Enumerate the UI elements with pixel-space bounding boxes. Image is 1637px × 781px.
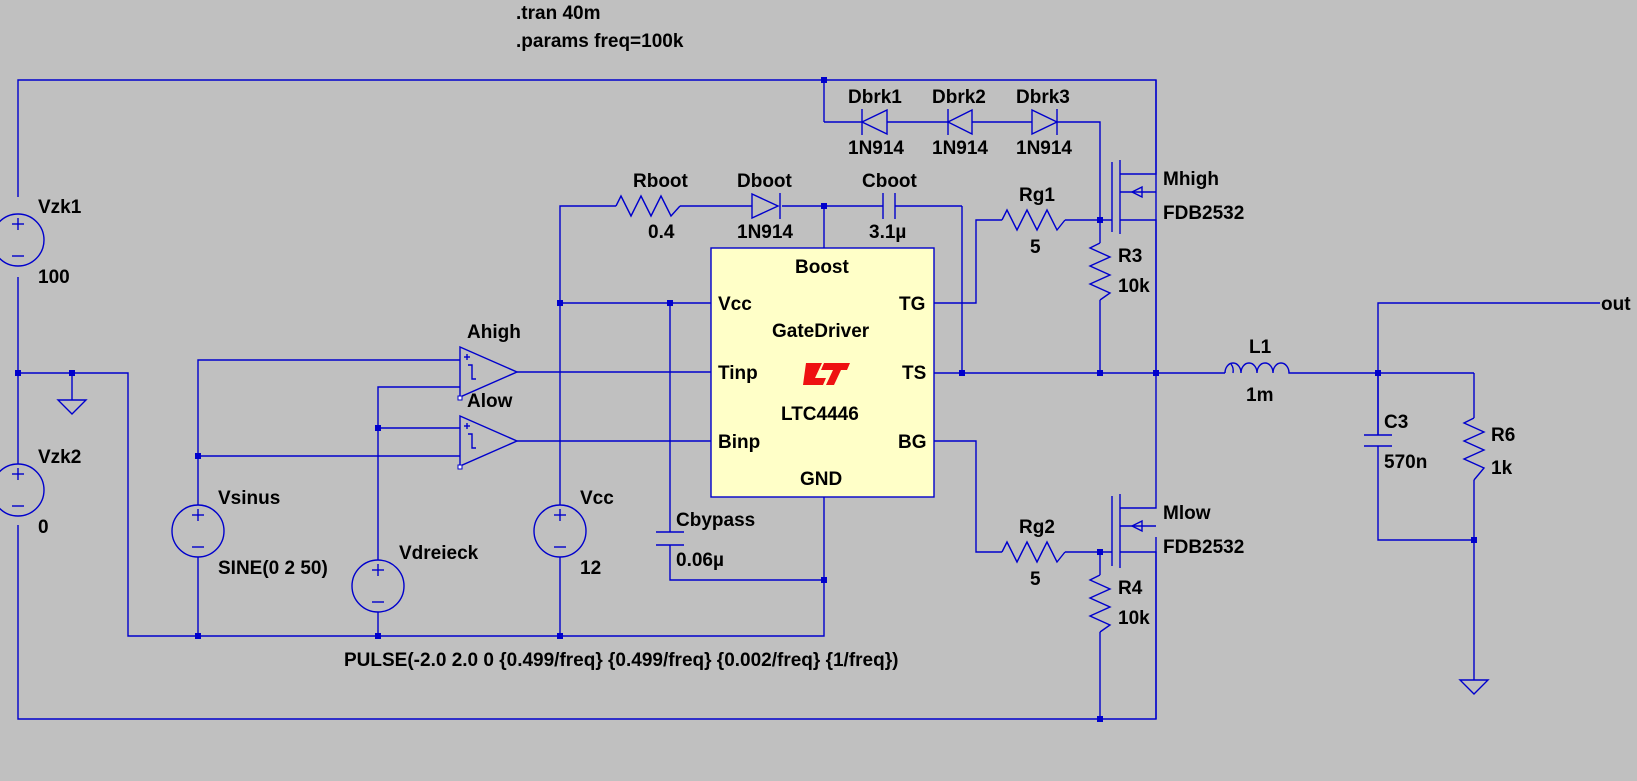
r6-value: 1k <box>1491 458 1513 479</box>
vsinus-value: SINE(0 2 50) <box>218 558 328 579</box>
dbrk2-diode-symbol[interactable] <box>946 108 973 136</box>
rg1-name: Rg1 <box>1019 185 1055 206</box>
rboot-value: 0.4 <box>648 222 675 243</box>
ic-pin-boost: Boost <box>795 257 850 278</box>
vsinus-source-symbol[interactable] <box>171 504 225 558</box>
dbrk1-value: 1N914 <box>848 138 904 159</box>
cbypass-capacitor-symbol[interactable] <box>656 531 684 546</box>
ic-pin-vcc: Vcc <box>718 294 752 315</box>
cbypass-value: 0.06µ <box>676 550 724 571</box>
ic-pin-tinp: Tinp <box>718 363 758 384</box>
c3-capacitor-symbol[interactable] <box>1364 434 1392 447</box>
rg1-resistor-symbol[interactable] <box>1001 208 1066 232</box>
mhigh-value: FDB2532 <box>1163 203 1244 224</box>
vcc-name: Vcc <box>580 488 614 509</box>
mlow-value: FDB2532 <box>1163 537 1244 558</box>
rboot-name: Rboot <box>633 171 689 192</box>
vzk2-value: 0 <box>38 517 49 538</box>
r3-resistor-symbol[interactable] <box>1088 242 1112 301</box>
vzk2-source-symbol[interactable] <box>0 463 45 517</box>
ground-symbol-right <box>1458 679 1490 695</box>
vdreieck-name: Vdreieck <box>399 543 479 564</box>
ahigh-comparator-symbol[interactable] <box>457 345 519 401</box>
cboot-name: Cboot <box>862 171 918 192</box>
dbrk3-value: 1N914 <box>1016 138 1072 159</box>
ic-pin-gnd: GND <box>800 469 842 490</box>
rboot-resistor-symbol[interactable] <box>615 194 681 218</box>
dbrk3-name: Dbrk3 <box>1016 87 1070 108</box>
dboot-value: 1N914 <box>737 222 793 243</box>
mlow-name: Mlow <box>1163 503 1211 524</box>
cbypass-name: Cbypass <box>676 510 755 531</box>
gate-driver-ic[interactable] <box>710 247 935 498</box>
directive-tran[interactable]: .tran 40m <box>516 3 600 24</box>
lt-logo <box>803 363 850 385</box>
ahigh-name: Ahigh <box>467 322 521 343</box>
mhigh-mosfet-symbol[interactable] <box>1111 80 1157 373</box>
dbrk1-name: Dbrk1 <box>848 87 902 108</box>
dboot-name: Dboot <box>737 171 793 192</box>
dbrk3-diode-symbol[interactable] <box>1031 108 1059 136</box>
cboot-capacitor-symbol[interactable] <box>882 193 896 219</box>
vcc-value: 12 <box>580 558 601 579</box>
mlow-mosfet-symbol[interactable] <box>1111 373 1157 719</box>
alow-comparator-symbol[interactable] <box>457 414 519 470</box>
c3-value: 570n <box>1384 452 1427 473</box>
ic-pin-ts: TS <box>902 363 926 384</box>
ic-pin-tg: TG <box>899 294 925 315</box>
ic-part: LTC4446 <box>781 404 859 425</box>
l1-inductor-symbol[interactable] <box>1224 362 1295 374</box>
dbrk2-value: 1N914 <box>932 138 988 159</box>
vzk1-name: Vzk1 <box>38 197 82 218</box>
mhigh-name: Mhigh <box>1163 169 1219 190</box>
r3-name: R3 <box>1118 246 1142 267</box>
r4-name: R4 <box>1118 578 1143 599</box>
alow-name: Alow <box>467 391 513 412</box>
r6-name: R6 <box>1491 425 1515 446</box>
rg2-resistor-symbol[interactable] <box>1001 540 1066 564</box>
ic-pin-binp: Binp <box>718 432 760 453</box>
vcc-source-symbol[interactable] <box>533 504 587 558</box>
vdreieck-value: PULSE(-2.0 2.0 0 {0.499/freq} {0.499/fre… <box>344 650 898 671</box>
directive-params[interactable]: .params freq=100k <box>516 31 684 52</box>
r4-resistor-symbol[interactable] <box>1088 574 1112 633</box>
vdreieck-source-symbol[interactable] <box>351 559 405 613</box>
vsinus-name: Vsinus <box>218 488 280 509</box>
ic-pin-bg: BG <box>898 432 927 453</box>
dbrk1-diode-symbol[interactable] <box>860 108 888 136</box>
rg1-value: 5 <box>1030 237 1041 258</box>
rg2-name: Rg2 <box>1019 517 1055 538</box>
vzk1-source-symbol[interactable] <box>0 213 45 267</box>
r4-value: 10k <box>1118 608 1150 629</box>
l1-value: 1m <box>1246 385 1273 406</box>
out-net-label[interactable]: out <box>1601 294 1631 315</box>
dboot-diode-symbol[interactable] <box>751 192 781 220</box>
vzk2-name: Vzk2 <box>38 447 81 468</box>
ic-title: GateDriver <box>772 321 870 342</box>
r3-value: 10k <box>1118 276 1150 297</box>
c3-name: C3 <box>1384 412 1408 433</box>
vzk1-value: 100 <box>38 267 70 288</box>
r6-resistor-symbol[interactable] <box>1462 417 1486 481</box>
rg2-value: 5 <box>1030 569 1041 590</box>
ground-symbol-left <box>56 399 88 415</box>
l1-name: L1 <box>1249 337 1272 358</box>
dbrk2-name: Dbrk2 <box>932 87 986 108</box>
cboot-value: 3.1µ <box>869 222 906 243</box>
